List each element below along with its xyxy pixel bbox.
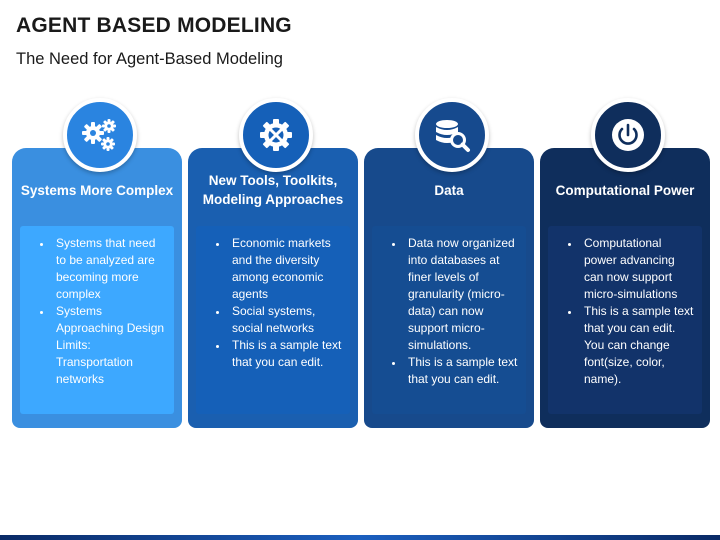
list-item: This is a sample text that you can edit. [228, 337, 342, 371]
card-heading: New Tools, Toolkits, Modeling Approaches [202, 173, 344, 207]
footer-bar [0, 535, 720, 540]
card-body: Data now organized into databases at fin… [372, 226, 526, 414]
card-heading: Systems More Complex [20, 182, 174, 198]
bullet-list: Data now organized into databases at fin… [380, 235, 518, 388]
card-systems-complex: Systems More Complex Systems that need t… [12, 148, 182, 428]
tools-icon [260, 119, 292, 151]
list-item: Systems Approaching Design Limits: Trans… [52, 303, 166, 388]
list-item: Computational power advancing can now su… [580, 235, 694, 303]
list-item: This is a sample text that you can edit. [404, 354, 518, 388]
card-body: Economic markets and the diversity among… [196, 226, 350, 414]
card-body: Computational power advancing can now su… [548, 226, 702, 414]
bullet-list: Computational power advancing can now su… [556, 235, 694, 388]
card-heading: Data [434, 182, 464, 198]
bullet-list: Economic markets and the diversity among… [204, 235, 342, 371]
card-icon-circle [415, 98, 489, 172]
card-icon-circle [239, 98, 313, 172]
database-search-icon [436, 120, 470, 152]
page-title: AGENT BASED MODELING [16, 14, 292, 37]
gears-icon [82, 119, 116, 151]
bullet-list: Systems that need to be analyzed are bec… [28, 235, 166, 388]
card-body: Systems that need to be analyzed are bec… [20, 226, 174, 414]
power-icon [612, 119, 644, 151]
card-data: Data Data now organized into databases a… [364, 148, 534, 428]
card-heading: Computational Power [555, 182, 695, 198]
list-item: This is a sample text that you can edit.… [580, 303, 694, 388]
list-item: Data now organized into databases at fin… [404, 235, 518, 354]
list-item: Social systems, social networks [228, 303, 342, 337]
card-computational-power: Computational Power Computational power … [540, 148, 710, 428]
list-item: Economic markets and the diversity among… [228, 235, 342, 303]
page-subtitle: The Need for Agent-Based Modeling [16, 50, 283, 68]
card-icon-circle [63, 98, 137, 172]
list-item: Systems that need to be analyzed are bec… [52, 235, 166, 303]
card-icon-circle [591, 98, 665, 172]
card-new-tools: New Tools, Toolkits, Modeling Approaches… [188, 148, 358, 428]
